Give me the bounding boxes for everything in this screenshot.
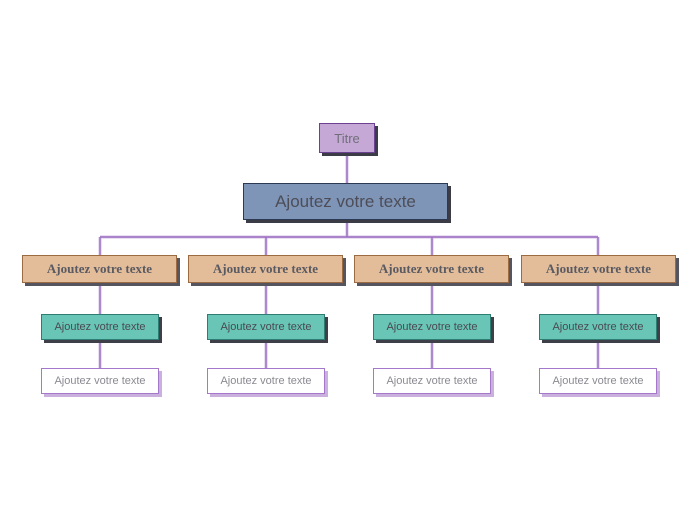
node-level1-col0-label: Ajoutez votre texte (46, 261, 153, 276)
node-level2-col3[interactable]: Ajoutez votre texte (539, 314, 657, 340)
node-title-label: Titre (334, 130, 360, 146)
node-level3-col2[interactable]: Ajoutez votre texte (373, 368, 491, 394)
node-root[interactable]: Ajoutez votre texte (243, 183, 448, 220)
node-level1-col1-label: Ajoutez votre texte (212, 261, 319, 276)
node-level2-col2[interactable]: Ajoutez votre texte (373, 314, 491, 340)
node-level1-col0[interactable]: Ajoutez votre texte (22, 255, 177, 283)
node-level1-col1[interactable]: Ajoutez votre texte (188, 255, 343, 283)
node-level1-col2-label: Ajoutez votre texte (378, 261, 485, 276)
node-level1-col3-label: Ajoutez votre texte (545, 261, 652, 276)
node-level3-col0[interactable]: Ajoutez votre texte (41, 368, 159, 394)
node-level1-col3[interactable]: Ajoutez votre texte (521, 255, 676, 283)
node-root-label: Ajoutez votre texte (275, 191, 416, 211)
node-level3-col3-label: Ajoutez votre texte (552, 375, 644, 387)
node-level2-col3-label: Ajoutez votre texte (552, 321, 644, 333)
node-title[interactable]: Titre (319, 123, 375, 153)
node-level3-col2-label: Ajoutez votre texte (386, 375, 478, 387)
node-level2-col0[interactable]: Ajoutez votre texte (41, 314, 159, 340)
node-level3-col3[interactable]: Ajoutez votre texte (539, 368, 657, 394)
node-level3-col1-label: Ajoutez votre texte (220, 375, 312, 387)
node-level2-col2-label: Ajoutez votre texte (386, 321, 478, 333)
node-level3-col0-label: Ajoutez votre texte (54, 375, 146, 387)
node-level3-col1[interactable]: Ajoutez votre texte (207, 368, 325, 394)
node-level2-col0-label: Ajoutez votre texte (54, 321, 146, 333)
node-level2-col1[interactable]: Ajoutez votre texte (207, 314, 325, 340)
node-level2-col1-label: Ajoutez votre texte (220, 321, 312, 333)
node-level1-col2[interactable]: Ajoutez votre texte (354, 255, 509, 283)
